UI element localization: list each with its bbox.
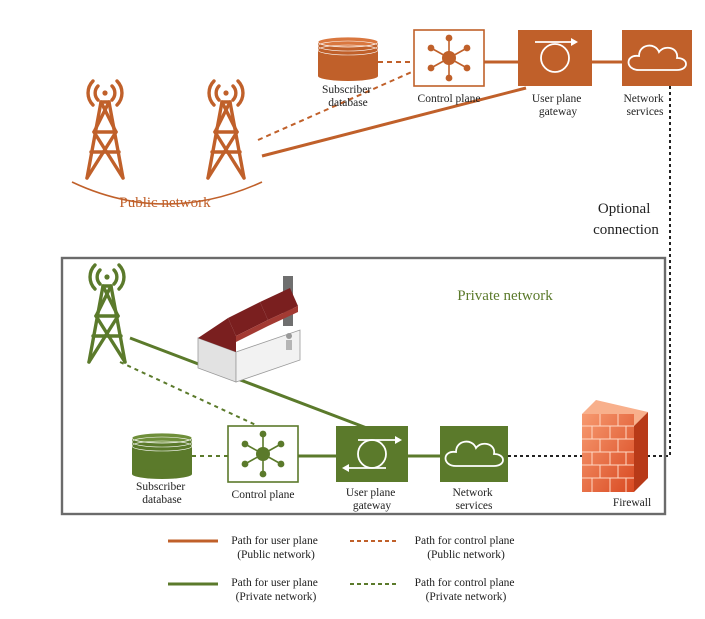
firewall-label: Firewall: [613, 497, 651, 509]
public-tower-left-icon: [85, 79, 125, 180]
legend-public-control: Path for control plane (Public network): [350, 535, 518, 561]
public-tower-right-icon: [206, 79, 246, 180]
private-network-group: Subscriber database Control plane User p…: [87, 263, 651, 512]
public-network-arc: [71, 181, 263, 205]
public-network-services-label: Network services: [623, 93, 666, 118]
private-tower-icon: [87, 263, 127, 364]
legend-private-control: Path for control plane (Private network): [350, 577, 518, 603]
svg-text:Path for user plane (P: Path for user plane (Public network): [231, 535, 320, 561]
private-network-label: Private network: [457, 288, 553, 304]
public-subscriber-database-icon: [317, 36, 379, 81]
optional-connection-link: [648, 86, 671, 457]
private-subscriber-database-icon: [131, 432, 193, 479]
private-network-services-node: [440, 426, 508, 482]
private-control-plane-node: [227, 425, 299, 483]
firewall-icon: [582, 400, 648, 492]
legend: Path for user plane (Public network) Pat…: [168, 535, 518, 603]
private-control-plane-label: Control plane: [232, 489, 295, 501]
public-user-plane-gateway-label: User plane gateway: [532, 93, 584, 118]
public-network-group: Public network Subscriber database Contr…: [71, 29, 692, 211]
svg-text:Path for user plane (P: Path for user plane (Private network): [231, 577, 320, 603]
optional-connection-label: Optional connection: [593, 201, 659, 238]
public-gateway-icon: [535, 38, 578, 73]
private-gateway-icon: [342, 436, 402, 472]
public-subscriber-database-label: Subscriber database: [322, 84, 374, 109]
private-network-frame: [60, 256, 667, 516]
legend-private-user: Path for user plane (Private network): [168, 577, 320, 603]
svg-text:Path for control plane: Path for control plane (Private network): [415, 577, 518, 603]
legend-public-user: Path for user plane (Public network): [168, 535, 320, 561]
private-control-link-tower: [119, 361, 259, 427]
private-subscriber-database-label: Subscriber database: [136, 481, 188, 506]
svg-text:Path for control plane: Path for control plane (Public network): [415, 535, 518, 561]
private-network-services-label: Network services: [452, 487, 495, 512]
public-network-services-node: [622, 30, 692, 86]
public-control-plane-label: Control plane: [418, 93, 481, 105]
public-user-plane-gateway-node: [518, 30, 592, 86]
public-user-link-tower: [261, 86, 527, 158]
public-network-label: Public network: [119, 195, 211, 211]
factory-icon: [197, 276, 301, 383]
public-control-link-tower: [257, 70, 415, 141]
private-user-link-tower: [129, 336, 373, 432]
private-user-plane-gateway-label: User plane gateway: [346, 487, 398, 512]
public-control-plane-node: [413, 29, 485, 87]
private-user-plane-gateway-node: [336, 426, 408, 482]
